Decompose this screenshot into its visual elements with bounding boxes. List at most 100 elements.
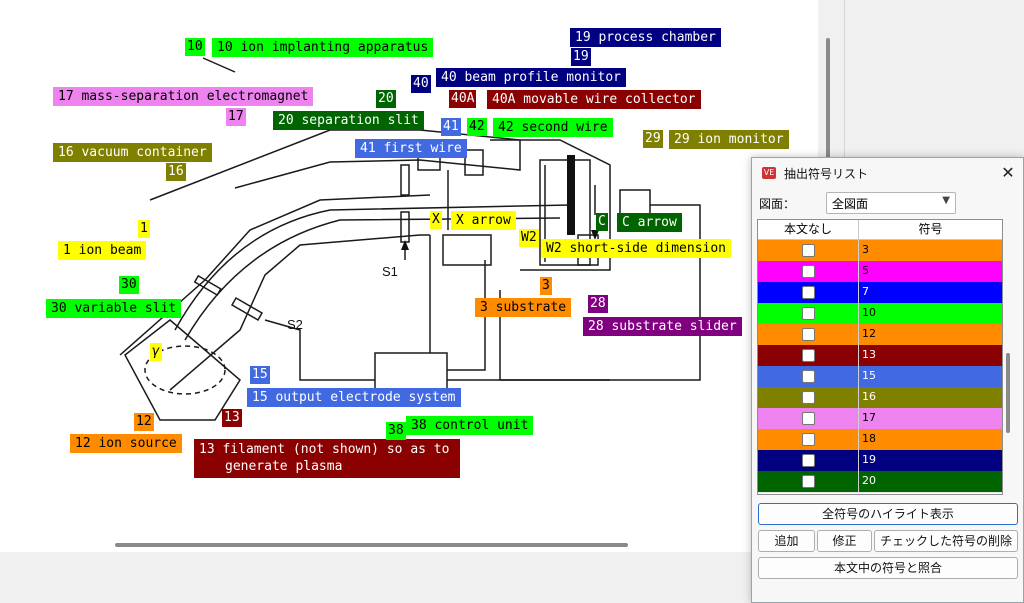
label-first-wire: 41 first wire — [355, 139, 467, 158]
horizontal-scrollbar-area — [0, 543, 818, 601]
close-icon[interactable]: ✕ — [1001, 163, 1015, 182]
no-text-checkbox[interactable] — [802, 328, 815, 341]
label-variable-slit: 30 variable slit — [46, 299, 182, 318]
no-text-cell — [758, 429, 859, 450]
figure-select[interactable]: 全図面 ▼ — [826, 192, 956, 214]
table-row[interactable]: 15 — [758, 366, 1002, 388]
no-text-checkbox[interactable] — [802, 391, 815, 404]
table-row[interactable]: 5 — [758, 261, 1002, 283]
label-c-arrow: C arrow — [617, 213, 682, 232]
tag-19: 19 — [571, 48, 591, 66]
no-text-cell — [758, 303, 859, 324]
label-ion-beam: 1 ion beam — [58, 241, 147, 260]
horizontal-scroll-thumb[interactable] — [115, 543, 628, 547]
label-output-electrode-system: 15 output electrode system — [247, 388, 461, 407]
label-mass-separation-electromagnet: 17 mass-separation electromagnet — [53, 87, 314, 106]
tag-10: 10 — [185, 38, 205, 56]
table-row[interactable]: 3 — [758, 240, 1002, 262]
label-ion-implanting-apparatus: 10 ion implanting apparatus — [212, 38, 434, 57]
label-control-unit: 38 control unit — [406, 416, 534, 435]
no-text-checkbox[interactable] — [802, 286, 815, 299]
table-row[interactable]: 10 — [758, 303, 1002, 325]
tag-40: 40 — [411, 75, 431, 93]
table-row[interactable]: 20 — [758, 471, 1002, 493]
tag-15: 15 — [250, 366, 270, 384]
table-row[interactable]: 19 — [758, 450, 1002, 472]
drawing-canvas: S1 S2 10 10 ion implanting apparatus 19 … — [0, 0, 819, 553]
panel-titlebar[interactable]: VE 抽出符号リスト ✕ — [752, 158, 1023, 188]
code-value: 13 — [862, 348, 876, 361]
no-text-cell — [758, 345, 859, 366]
label-vacuum-container: 16 vacuum container — [53, 143, 212, 162]
s1-mark: S1 — [382, 264, 398, 279]
tag-28: 28 — [588, 295, 608, 313]
column-header-no-text[interactable]: 本文なし — [758, 220, 859, 239]
tag-c: C — [596, 213, 608, 231]
add-button[interactable]: 追加 — [758, 530, 815, 552]
no-text-cell — [758, 324, 859, 345]
code-value: 7 — [862, 285, 869, 298]
label-x-arrow: X arrow — [451, 211, 516, 230]
no-text-cell — [758, 366, 859, 387]
tag-38: 38 — [386, 422, 406, 440]
tag-13: 13 — [222, 409, 242, 427]
column-header-code[interactable]: 符号 — [918, 222, 943, 236]
label-filament: 13 filament (not shown) so as to generat… — [194, 439, 460, 478]
no-text-cell — [758, 282, 859, 303]
no-text-cell — [758, 387, 859, 408]
label-filament-line2: generate plasma — [225, 459, 343, 474]
tag-20: 20 — [376, 90, 396, 108]
figure-select-value: 全図面 — [832, 197, 869, 211]
label-filament-line1: 13 filament (not shown) so as to — [199, 442, 450, 457]
no-text-checkbox[interactable] — [802, 454, 815, 467]
highlight-all-button[interactable]: 全符号のハイライト表示 — [758, 503, 1018, 525]
no-text-checkbox[interactable] — [802, 349, 815, 362]
tag-12: 12 — [134, 413, 154, 431]
code-value: 3 — [862, 243, 869, 256]
label-substrate-slider: 28 substrate slider — [583, 317, 742, 336]
label-second-wire: 42 second wire — [493, 118, 613, 137]
tag-17: 17 — [226, 108, 246, 126]
no-text-checkbox[interactable] — [802, 370, 815, 383]
no-text-cell — [758, 450, 859, 471]
tag-16: 16 — [166, 163, 186, 181]
no-text-checkbox[interactable] — [802, 244, 815, 257]
no-text-checkbox[interactable] — [802, 265, 815, 278]
label-short-side-dimension: W2 short-side dimension — [541, 239, 732, 258]
table-row[interactable]: 17 — [758, 408, 1002, 430]
label-ion-source: 12 ion source — [70, 434, 182, 453]
tag-x: X — [430, 211, 442, 229]
code-value: 10 — [862, 306, 876, 319]
table-row[interactable]: 16 — [758, 387, 1002, 409]
table-row[interactable]: 18 — [758, 429, 1002, 451]
no-text-checkbox[interactable] — [802, 475, 815, 488]
table-row[interactable]: 12 — [758, 324, 1002, 346]
no-text-cell — [758, 471, 859, 492]
code-value: 19 — [862, 453, 876, 466]
code-value: 5 — [862, 264, 869, 277]
grid-scrollbar[interactable] — [1002, 219, 1014, 493]
no-text-checkbox[interactable] — [802, 433, 815, 446]
delete-checked-button[interactable]: チェックした符号の削除 — [874, 530, 1018, 552]
no-text-checkbox[interactable] — [802, 307, 815, 320]
tag-1: 1 — [138, 220, 150, 238]
no-text-cell — [758, 408, 859, 429]
chevron-down-icon: ▼ — [942, 195, 950, 206]
label-process-chamber: 19 process chamber — [570, 28, 721, 47]
label-movable-wire-collector: 40A movable wire collector — [487, 90, 701, 109]
edit-button[interactable]: 修正 — [817, 530, 872, 552]
tag-41: 41 — [441, 118, 461, 136]
no-text-cell — [758, 261, 859, 282]
table-row[interactable]: 13 — [758, 345, 1002, 367]
code-value: 12 — [862, 327, 876, 340]
match-codes-button[interactable]: 本文中の符号と照合 — [758, 557, 1018, 579]
code-value: 20 — [862, 474, 876, 487]
table-row[interactable]: 7 — [758, 282, 1002, 304]
grid-scroll-thumb[interactable] — [1006, 353, 1010, 433]
code-value: 16 — [862, 390, 876, 403]
no-text-checkbox[interactable] — [802, 412, 815, 425]
label-ion-monitor: 29 ion monitor — [669, 130, 789, 149]
mark-gamma: γ — [150, 343, 162, 361]
